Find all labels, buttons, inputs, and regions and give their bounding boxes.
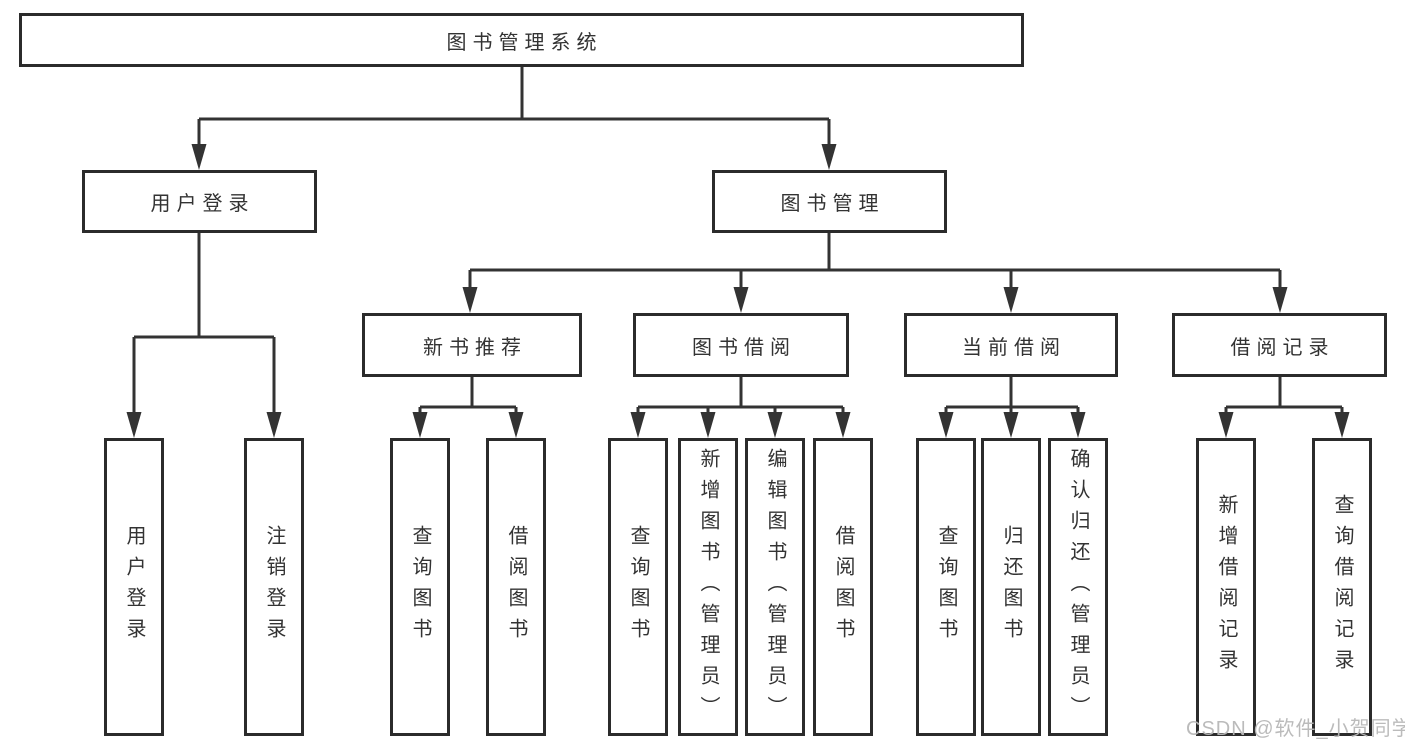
leaf-query-borrow-record: 查询借阅记录 (1312, 438, 1372, 736)
leaf-query-borrow-record-label: 查询借阅记录 (1331, 494, 1353, 680)
leaf-borrow-books-recommend-label: 借阅图书 (505, 525, 527, 649)
leaf-user-login-label: 用户登录 (123, 525, 145, 649)
leaf-borrow-books-recommend: 借阅图书 (486, 438, 546, 736)
leaf-edit-books-admin-label: 编辑图书（管理员） (764, 447, 786, 727)
node-new-book-recommend: 新书推荐 (362, 313, 582, 377)
leaf-add-borrow-record: 新增借阅记录 (1196, 438, 1256, 736)
leaf-confirm-return-admin: 确认归还（管理员） (1048, 438, 1108, 736)
leaf-logout-label: 注销登录 (263, 525, 285, 649)
leaf-logout: 注销登录 (244, 438, 304, 736)
node-current-borrowing-label: 当前借阅 (962, 336, 1066, 359)
node-book-borrowing-label: 图书借阅 (692, 336, 796, 359)
node-borrowing-records: 借阅记录 (1172, 313, 1387, 377)
node-new-book-recommend-label: 新书推荐 (423, 336, 527, 359)
leaf-return-books-label: 归还图书 (1000, 525, 1022, 649)
leaf-query-books-recommend-label: 查询图书 (409, 525, 431, 649)
node-library-system-label: 图书管理系统 (446, 31, 603, 54)
leaf-borrow-books-label: 借阅图书 (832, 525, 854, 649)
leaf-add-books-admin: 新增图书（管理员） (678, 438, 738, 736)
leaf-query-books-current: 查询图书 (916, 438, 976, 736)
leaf-return-books: 归还图书 (981, 438, 1041, 736)
csdn-watermark: CSDN @软件_小贺同学 (1186, 718, 1405, 740)
node-book-management-label: 图书管理 (780, 193, 885, 215)
leaf-query-books-recommend: 查询图书 (390, 438, 450, 736)
leaf-edit-books-admin: 编辑图书（管理员） (745, 438, 805, 736)
node-borrowing-records-label: 借阅记录 (1230, 336, 1335, 359)
node-book-borrowing: 图书借阅 (633, 313, 849, 377)
node-user-login: 用户登录 (82, 170, 317, 233)
node-user-login-label: 用户登录 (150, 193, 255, 215)
leaf-query-books-borrowing-label: 查询图书 (627, 525, 649, 649)
leaf-add-books-admin-label: 新增图书（管理员） (697, 447, 719, 727)
leaf-borrow-books: 借阅图书 (813, 438, 873, 736)
leaf-query-books-current-label: 查询图书 (935, 525, 957, 649)
node-library-system: 图书管理系统 (19, 13, 1024, 67)
node-book-management: 图书管理 (712, 170, 947, 233)
leaf-add-borrow-record-label: 新增借阅记录 (1215, 494, 1237, 680)
node-current-borrowing: 当前借阅 (904, 313, 1118, 377)
leaf-confirm-return-admin-label: 确认归还（管理员） (1067, 447, 1089, 727)
leaf-user-login: 用户登录 (104, 438, 164, 736)
leaf-query-books-borrowing: 查询图书 (608, 438, 668, 736)
